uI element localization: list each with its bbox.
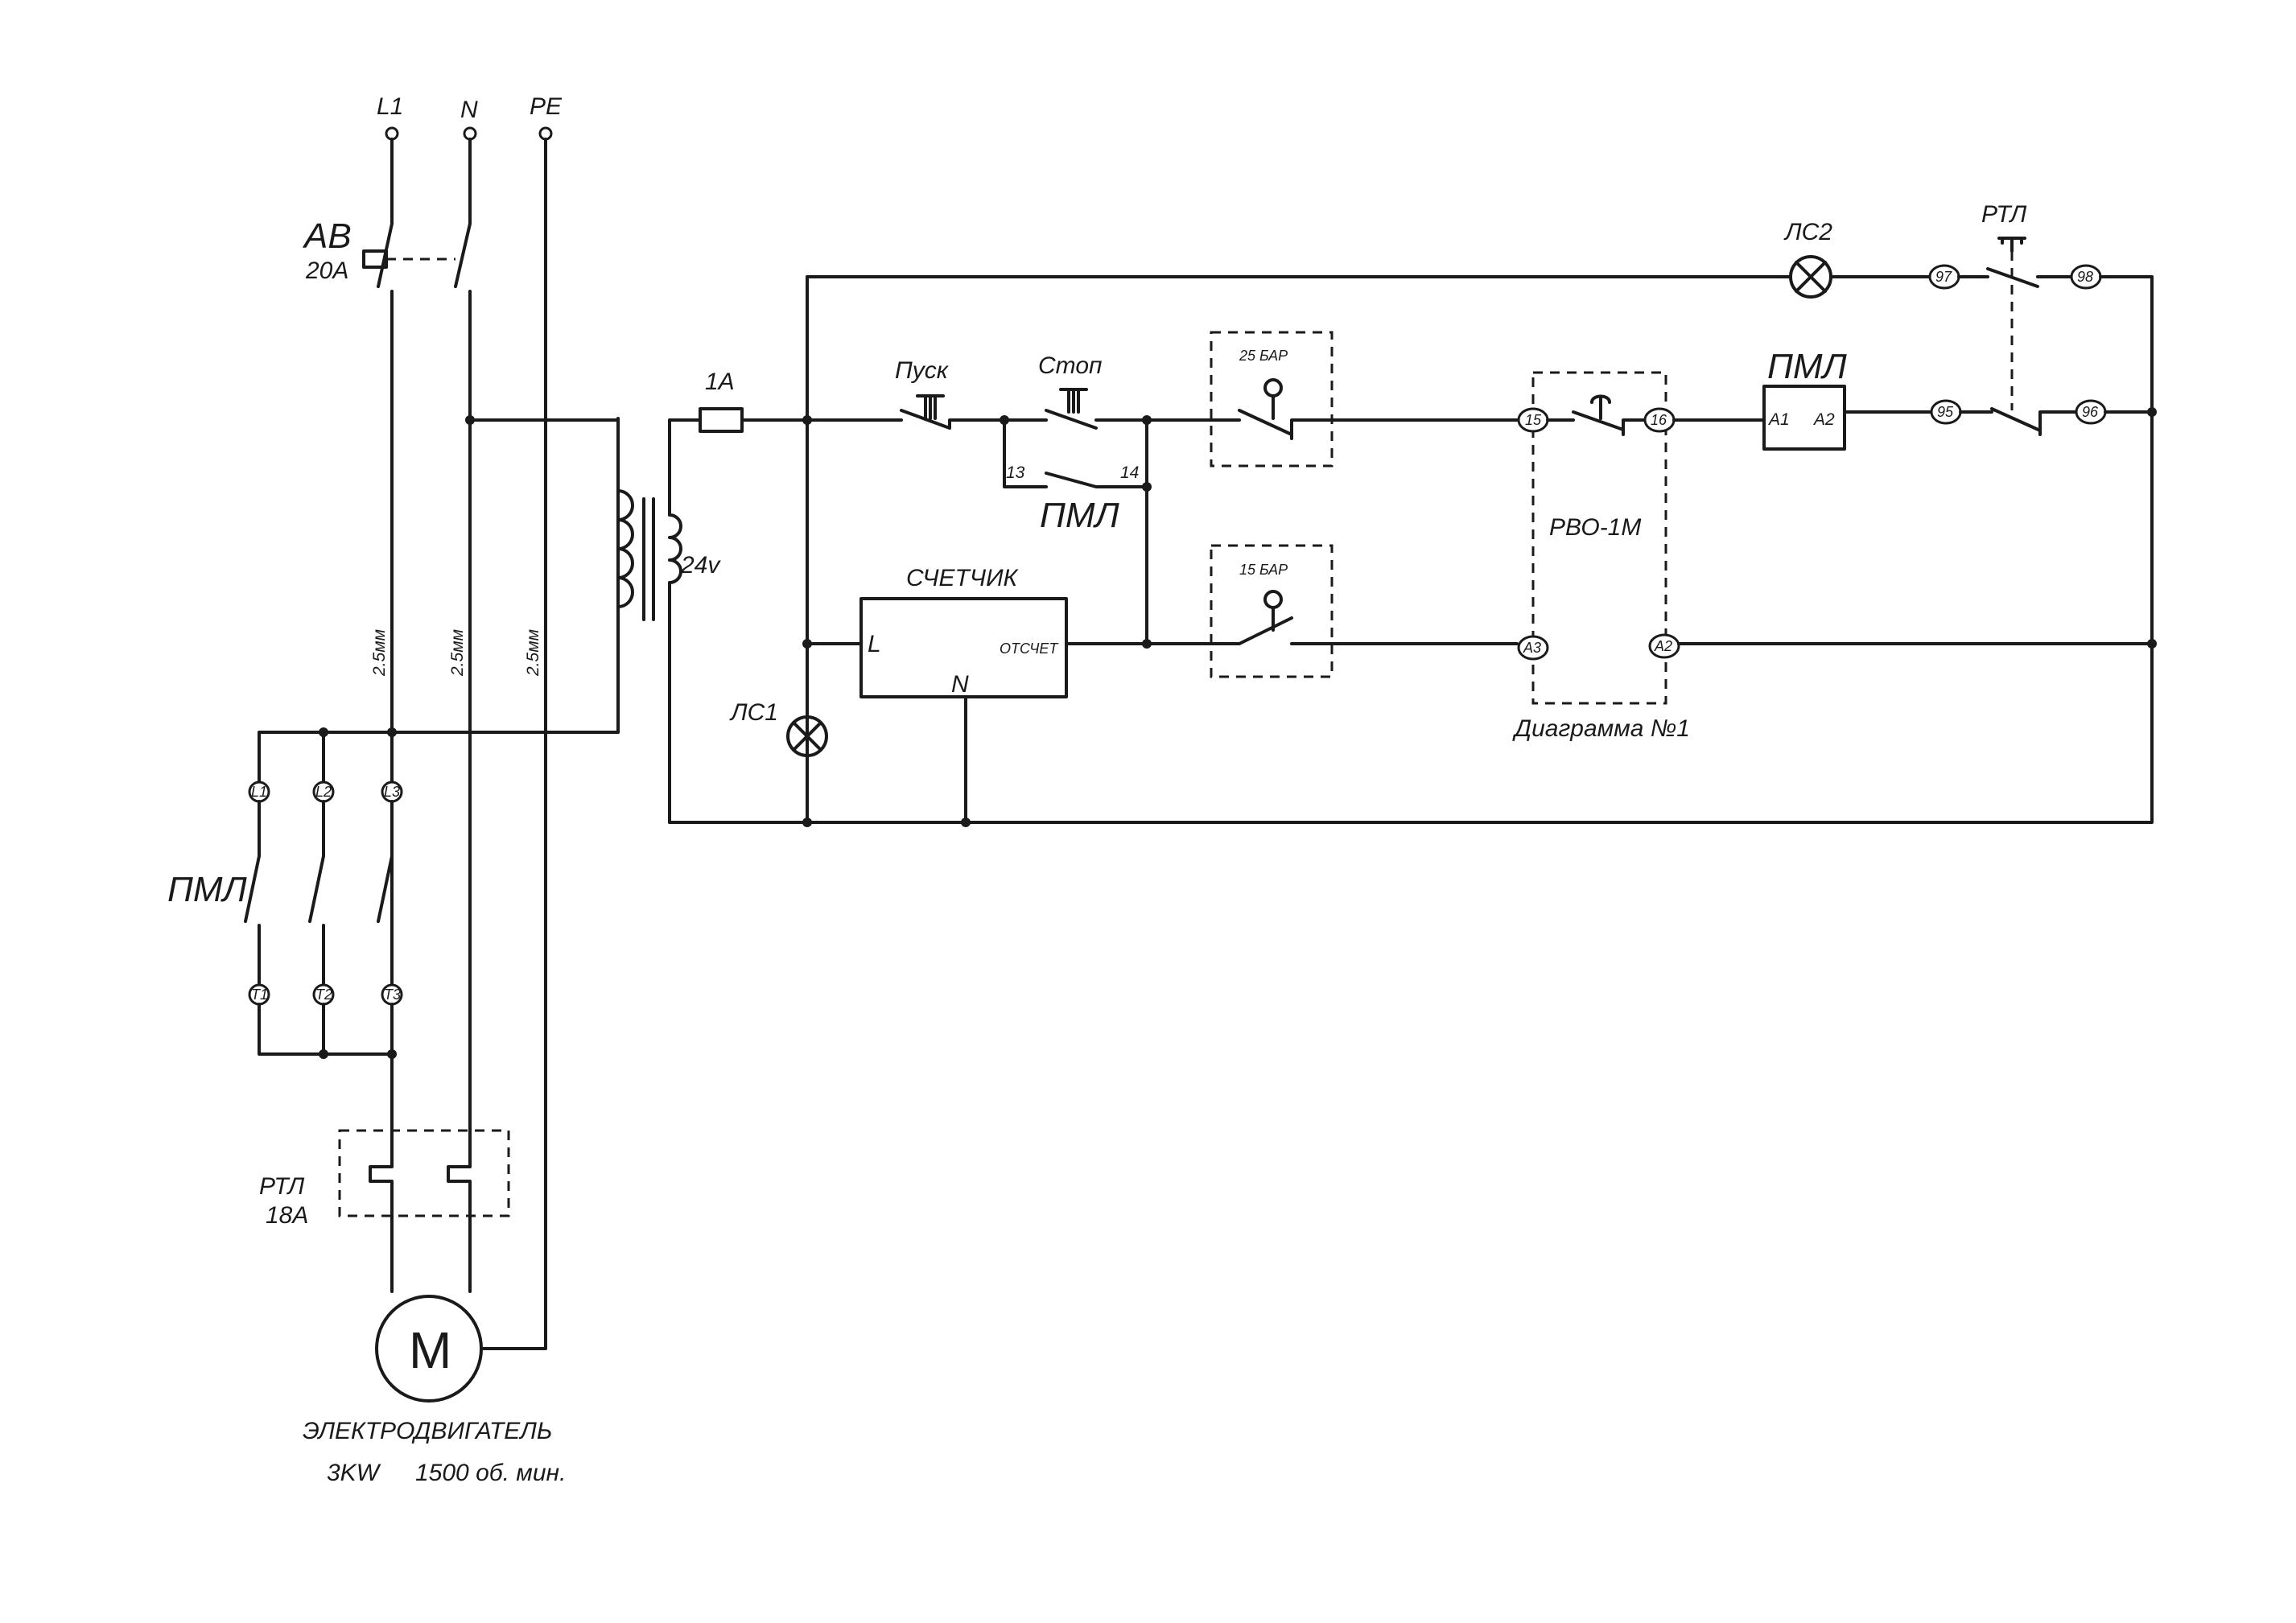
overload-rating: 18А bbox=[266, 1202, 308, 1229]
contactor-coil-box bbox=[1762, 385, 1846, 451]
overload-terminal-98-label: 98 bbox=[2077, 269, 2093, 285]
terminal-n bbox=[463, 126, 477, 141]
start-button-label: Пуск bbox=[895, 357, 950, 384]
overload-control-label: РТЛ bbox=[1981, 201, 2027, 228]
stop-button-label: Стоп bbox=[1038, 352, 1103, 379]
pressure-switch-15-label: 15 БАР bbox=[1239, 562, 1288, 578]
relay-terminal-a3 bbox=[1517, 635, 1549, 661]
motor-power: 3KW bbox=[327, 1460, 381, 1486]
coil-terminal-a1: А1 bbox=[1767, 410, 1790, 429]
overload-heater-1-icon bbox=[369, 1125, 394, 1249]
label-n: N bbox=[460, 97, 478, 123]
contactor-terminal-t3-label: T3 bbox=[384, 987, 401, 1003]
pressure-switch-15-box bbox=[1210, 544, 1333, 678]
pressure-sensor-15-icon bbox=[1263, 590, 1283, 609]
wire-gauge-pe: 2.5мм bbox=[524, 629, 542, 677]
pressure-switch-25-label: 25 БАР bbox=[1239, 348, 1288, 364]
relay-terminal-a3-label: А3 bbox=[1523, 640, 1541, 656]
motor-speed: 1500 об. мин. bbox=[415, 1460, 566, 1486]
overload-heater-2-icon bbox=[447, 1125, 472, 1213]
coil-terminal-a2: А2 bbox=[1812, 410, 1835, 429]
timer-relay-box bbox=[1531, 371, 1667, 705]
relay-terminal-a2-label: А2 bbox=[1654, 638, 1672, 654]
aux-contact-14: 14 bbox=[1120, 463, 1139, 482]
stop-button-icon bbox=[1059, 388, 1088, 414]
overload-reset-icon bbox=[1997, 237, 2026, 253]
relay-terminal-16-label: 16 bbox=[1651, 412, 1667, 428]
counter-box bbox=[859, 597, 1068, 698]
contactor-terminal-t1-label: T1 bbox=[251, 987, 268, 1003]
wire-gauge-l1: 2.5мм bbox=[370, 629, 389, 677]
breaker-name: АВ bbox=[302, 216, 352, 256]
counter-label: СЧЕТЧИК bbox=[906, 565, 1020, 591]
counter-terminal-l: L bbox=[868, 631, 881, 657]
motor-name: ЭЛЕКТРОДВИГАТЕЛЬ bbox=[303, 1418, 552, 1444]
terminal-pe bbox=[538, 126, 553, 141]
motor-symbol: M bbox=[409, 1321, 451, 1379]
contactor-terminal-l2-label: L2 bbox=[315, 784, 332, 800]
contactor-name: ПМЛ bbox=[167, 870, 248, 909]
diagram-caption: Диаграмма №1 bbox=[1512, 715, 1690, 742]
motor-icon bbox=[375, 1295, 483, 1403]
transformer-core-icon bbox=[642, 497, 655, 621]
pressure-sensor-25-icon bbox=[1263, 378, 1283, 398]
terminal-l1 bbox=[385, 126, 399, 141]
contactor-terminal-l1-label: L1 bbox=[251, 784, 267, 800]
control-circuit: 1А ЛС2 97 98 РТЛ Пуск Стоп 13 14 ПМ bbox=[668, 201, 2157, 827]
start-button-icon bbox=[916, 394, 945, 420]
breaker-rating: 20А bbox=[305, 257, 348, 284]
relay-terminal-15-label: 15 bbox=[1525, 412, 1542, 428]
contactor-terminal-t2-label: T2 bbox=[315, 987, 332, 1003]
transformer-secondary-icon bbox=[668, 418, 682, 824]
aux-contactor-label: ПМЛ bbox=[1040, 496, 1120, 535]
overload-terminal-97-label: 97 bbox=[1935, 269, 1952, 285]
relay-terminal-a2 bbox=[1648, 633, 1680, 659]
overload-terminal-96-label: 96 bbox=[2082, 404, 2099, 420]
lamp-1-label: ЛС1 bbox=[729, 699, 778, 726]
label-l1: L1 bbox=[377, 93, 403, 120]
contactor-coil-label: ПМЛ bbox=[1767, 347, 1848, 386]
transformer-primary-icon bbox=[616, 489, 634, 734]
transformer-voltage: 24v bbox=[680, 552, 721, 579]
wire-gauge-n: 2.5мм bbox=[448, 629, 467, 677]
overload-name: РТЛ bbox=[259, 1173, 305, 1200]
counter-output-label: ОТСЧЕТ bbox=[1000, 641, 1059, 657]
label-pe: PE bbox=[530, 93, 563, 120]
aux-contact-13: 13 bbox=[1006, 463, 1025, 482]
overload-terminal-95-label: 95 bbox=[1937, 404, 1954, 420]
counter-terminal-n: N bbox=[951, 671, 969, 698]
fuse-rating: 1А bbox=[705, 369, 735, 395]
lamp-2-label: ЛС2 bbox=[1783, 219, 1832, 245]
overload-relay-box bbox=[338, 1129, 510, 1217]
timer-relay-name: РВО-1М bbox=[1549, 514, 1641, 541]
pressure-switch-25-box bbox=[1210, 331, 1333, 468]
relay-timer-icon bbox=[1590, 394, 1611, 420]
lamp-1-icon bbox=[786, 715, 828, 757]
contactor-terminal-l3-label: L3 bbox=[384, 784, 400, 800]
power-circuit: L1 N PE АВ 20А 2.5мм 2.5мм 2.5мм L1 L2 L… bbox=[167, 93, 721, 1486]
fuse-icon bbox=[699, 407, 744, 433]
